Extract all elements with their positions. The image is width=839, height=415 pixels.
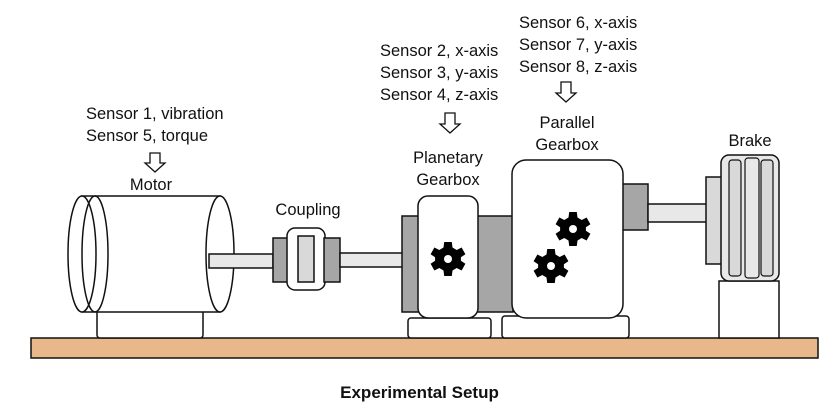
gearbox-input-shaft — [339, 252, 407, 268]
sensor-2-label: Sensor 2, x-axis — [380, 42, 499, 60]
sensor-6-label: Sensor 6, x-axis — [519, 14, 638, 32]
planetary-gearbox — [401, 195, 514, 339]
figure-caption: Experimental Setup — [340, 383, 499, 402]
brake-shaft — [647, 203, 711, 223]
sensor-5-label: Sensor 5, torque — [86, 127, 208, 145]
sensor-1-label: Sensor 1, vibration — [86, 105, 224, 123]
brake-label: Brake — [728, 132, 772, 150]
sensor-7-label: Sensor 7, y-axis — [519, 36, 638, 54]
planetary-label-line-2: Gearbox — [416, 171, 480, 189]
base-platform — [30, 337, 819, 359]
brake — [705, 154, 780, 339]
motor-body — [81, 195, 221, 313]
coupling — [272, 227, 341, 291]
planetary-gearbox-label: Planetary Gearbox — [405, 147, 491, 191]
motor-sensor-labels: Sensor 1, vibration Sensor 5, torque — [86, 103, 224, 147]
coupling-center — [297, 235, 315, 283]
brake-drum-band-3 — [760, 159, 774, 277]
planetary-label-line-1: Planetary — [413, 149, 483, 167]
coupling-label: Coupling — [275, 201, 341, 219]
sensor-4-label: Sensor 4, z-axis — [380, 86, 499, 104]
planetary-sensor-labels: Sensor 2, x-axis Sensor 3, y-axis Sensor… — [380, 40, 498, 106]
parallel-foot — [501, 315, 630, 339]
sensor-8-label: Sensor 8, z-axis — [519, 58, 638, 76]
motor-shaft — [208, 253, 274, 269]
gear-hole — [444, 255, 452, 263]
planetary-right-flange — [472, 215, 514, 313]
motor — [67, 195, 235, 339]
brake-stand — [718, 280, 780, 339]
brake-drum-band-2 — [744, 157, 760, 279]
parallel-label-line-2: Gearbox — [535, 136, 599, 154]
sensor-arrow-icon — [554, 81, 578, 103]
brake-drum-band-1 — [728, 159, 742, 277]
planetary-foot — [407, 317, 492, 339]
sensor-3-label: Sensor 3, y-axis — [380, 64, 499, 82]
parallel-output-flange — [619, 183, 649, 231]
parallel-gearbox — [501, 159, 649, 339]
motor-label: Motor — [129, 176, 173, 194]
parallel-label-line-1: Parallel — [539, 114, 595, 132]
motor-face-ring — [81, 195, 109, 313]
motor-foot — [96, 309, 204, 339]
coupling-right-hub — [323, 237, 341, 283]
sensor-arrow-icon — [438, 112, 462, 134]
gear-hole — [569, 225, 577, 233]
parallel-sensor-labels: Sensor 6, x-axis Sensor 7, y-axis Sensor… — [519, 12, 637, 78]
parallel-gearbox-label: Parallel Gearbox — [524, 112, 610, 156]
sensor-arrow-icon — [143, 152, 167, 173]
gear-hole — [547, 262, 555, 270]
